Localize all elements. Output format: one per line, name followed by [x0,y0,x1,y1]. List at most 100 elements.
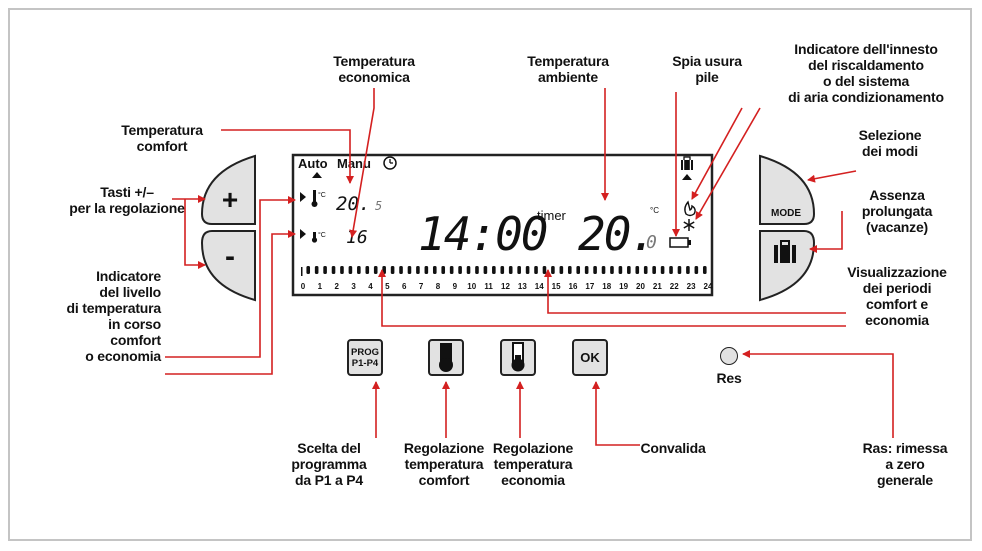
period-segment [399,266,403,274]
period-segment [534,266,538,274]
period-segment [483,266,488,274]
period-segment [323,266,327,274]
period-segment [567,266,572,274]
period-segment [694,266,699,274]
hour-label: 10 [467,282,476,291]
prog-button-line2: P1-P4 [351,357,379,369]
period-segment [576,266,581,274]
label-convalida: Convalida [640,440,706,456]
period-segment [331,266,336,274]
battery-icon [669,237,691,248]
holiday-mode-marker [682,174,692,180]
period-segment [449,266,454,274]
eco-level-pointer [300,229,306,239]
suitcase-icon [774,240,796,263]
period-segment [314,266,319,274]
comfort-temp-button[interactable] [428,339,464,376]
hour-label: 9 [453,282,458,291]
hour-label: 22 [670,282,679,291]
hour-label: 3 [351,282,356,291]
hour-label: 19 [619,282,628,291]
hour-label: 2 [335,282,340,291]
hour-label: 6 [402,282,407,291]
period-segment [627,266,631,274]
hour-label: 20 [636,282,645,291]
period-segment [390,266,395,274]
comfort-level-pointer [300,192,306,202]
hour-label: 0 [301,282,306,291]
period-segment [584,266,589,274]
bar-start-tick [301,267,303,276]
period-segment [525,266,530,274]
hour-label: 15 [552,282,561,291]
thermometer-low-icon [511,342,525,372]
lcd-time: 14:00 [418,207,547,261]
period-segment [686,266,690,274]
flame-icon [684,200,696,217]
period-segment [365,266,370,274]
thermometer-full-icon [439,343,453,372]
period-segment [652,266,656,274]
period-segment [475,266,479,274]
hour-label: 16 [569,282,578,291]
plus-key-label: + [222,184,238,215]
period-segment [373,266,378,274]
period-segment [466,266,471,274]
hour-label: 14 [535,282,544,291]
hour-label: 17 [585,282,594,291]
period-segment [432,266,437,274]
hour-label: 13 [518,282,527,291]
ambient-temp-value: 20. [578,207,655,261]
lcd-timer: timer [537,208,567,223]
hour-label: 12 [501,282,510,291]
period-segment [348,266,353,274]
ok-button[interactable]: OK [572,339,608,376]
period-segment [416,266,420,274]
thermometer-icon [311,190,318,207]
period-segment [593,266,597,274]
period-segment [340,266,344,274]
ambient-unit: °C [650,206,659,215]
period-segment [601,266,606,274]
hour-label: 23 [687,282,696,291]
comfort-unit: °C [318,191,326,199]
prog-button[interactable]: PROG P1-P4 [347,339,383,376]
hour-label: 11 [484,282,493,291]
period-segment [508,266,513,274]
clock-icon [383,156,397,170]
mode-key-label: MODE [771,208,801,219]
snowflake-icon [683,219,695,231]
period-segment [407,266,412,274]
comfort-temp-decimal: 5 [375,199,382,213]
period-segment [458,266,462,274]
reset-button[interactable] [720,347,738,365]
hour-label: 21 [653,282,662,291]
period-segment [702,266,707,274]
eco-unit: °C [318,231,326,239]
period-segment [635,266,640,274]
hour-label: 24 [704,282,713,291]
period-segment [618,266,623,274]
eco-temp-button[interactable] [500,339,536,376]
hour-label: 5 [385,282,390,291]
period-segment [441,266,446,274]
period-segment [492,266,496,274]
hour-label: 7 [419,282,424,291]
period-segment [643,266,648,274]
hour-label: 18 [602,282,611,291]
thermometer-eco-icon [311,232,318,243]
period-segment [306,266,311,274]
comfort-temp-value: 20. [336,193,370,215]
period-segment [424,266,429,274]
lcd-suitcase-icon [681,156,693,170]
ambient-temp-decimal: 0 [646,232,657,253]
eco-temp-value: 16 [346,227,368,248]
